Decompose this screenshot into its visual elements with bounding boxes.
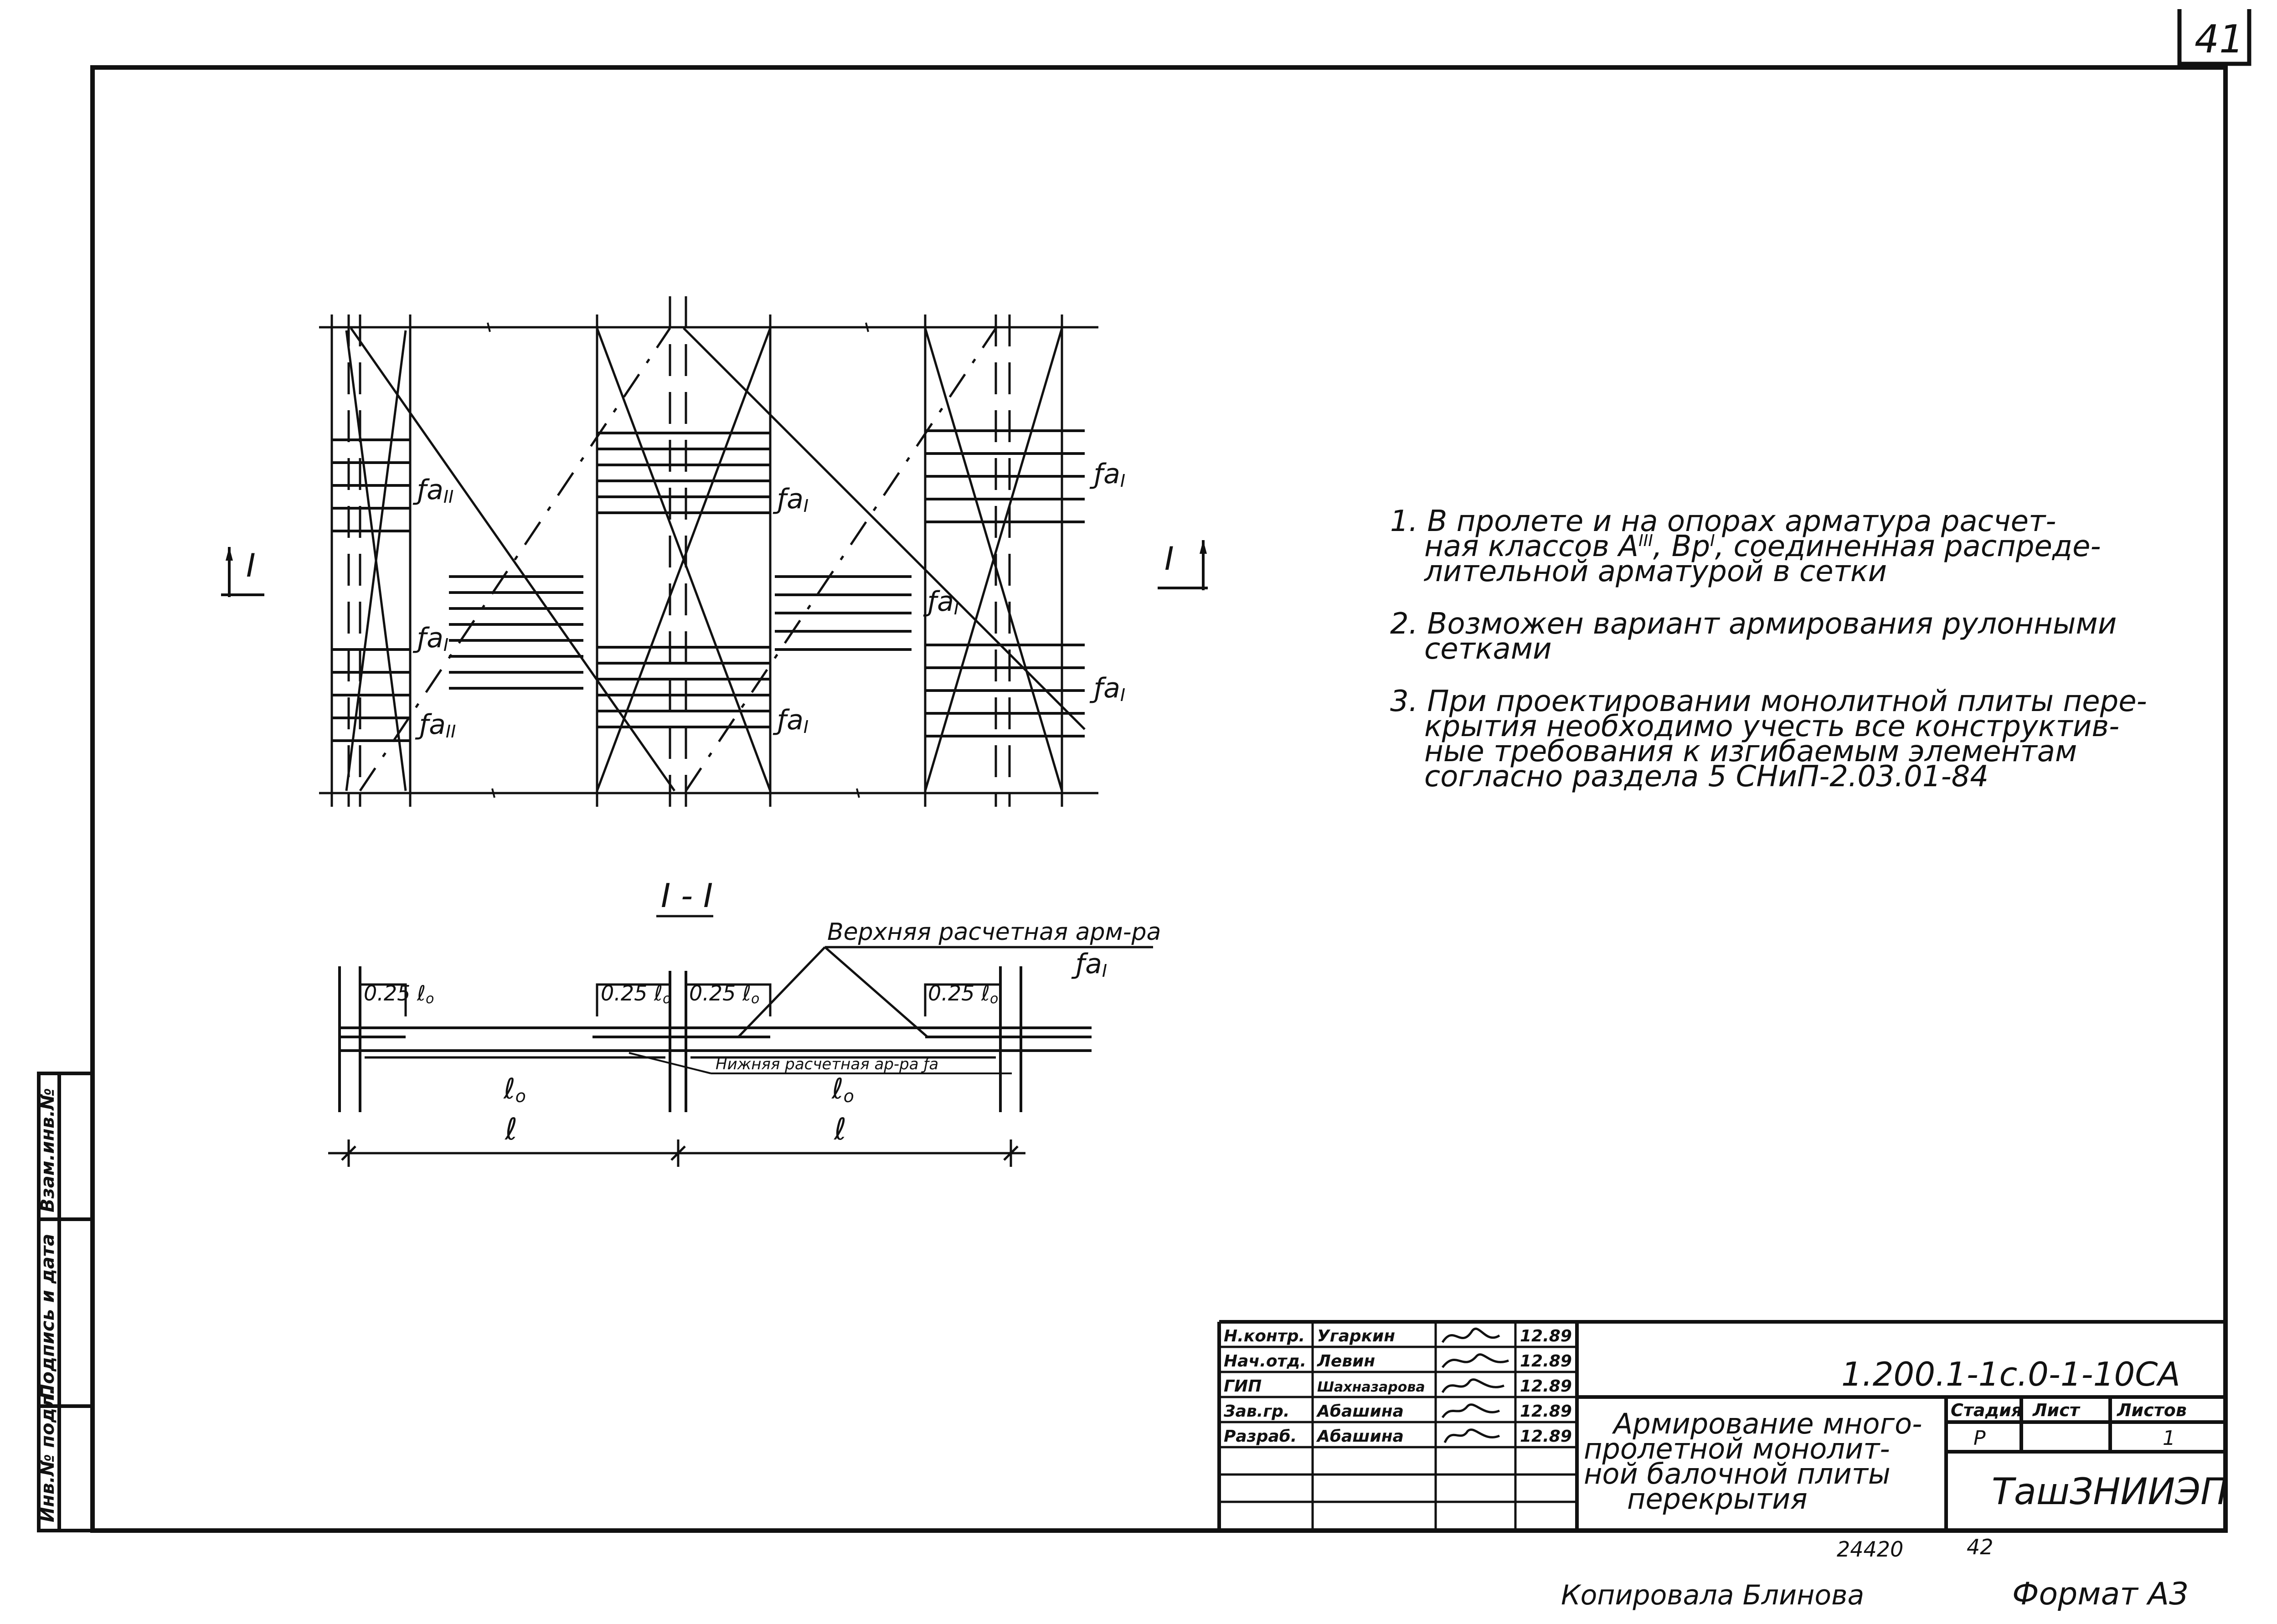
span-lo-label: ℓo: [503, 1072, 526, 1106]
fa-label: ƒa: [923, 586, 954, 618]
note-2-line-2: сетками: [1424, 632, 1552, 666]
span-dimension-line: [328, 1139, 1025, 1167]
svg-text:ƒaI: ƒaI: [773, 704, 809, 737]
fa-label: ƒa: [412, 474, 443, 506]
diagonals: [345, 327, 1086, 792]
fa-label: ƒa: [1089, 672, 1120, 704]
sheet-header: Лист: [2032, 1400, 2081, 1420]
note-3-line-3: ные требования к изгибаемым элементам: [1424, 735, 2077, 768]
svg-text:Левин: Левин: [1317, 1352, 1375, 1371]
svg-text:Армирование много-: Армирование много-: [1612, 1407, 1922, 1440]
top-reinforcement-label: Верхняя расчетная арм-ра: [827, 918, 1161, 946]
svg-text:12.89: 12.89: [1520, 1402, 1572, 1421]
plan-view: I I ƒaII ƒaI ƒaII ƒaI ƒaI ƒaI ƒaI ƒaI: [221, 296, 1208, 811]
svg-text:0.25 ℓo: 0.25 ℓo: [689, 981, 759, 1007]
note-1-line-2: ная классов АIII, ВрI, соединенная распр…: [1424, 530, 2101, 563]
svg-text:Шахназарова: Шахназарова: [1317, 1379, 1425, 1395]
svg-text:12.89: 12.89: [1520, 1377, 1572, 1396]
side-stamp: Инв.№ подл. Подпись и дата Взам.инв.№: [37, 1072, 94, 1532]
page-ref: 42: [1967, 1535, 1994, 1559]
top-reinforcement-fa: ƒaI: [1071, 948, 1107, 981]
svg-text:0.25 ℓo: 0.25 ℓo: [364, 981, 434, 1007]
dim-025-boxes: [359, 983, 1000, 1016]
svg-text:Разраб.: Разраб.: [1224, 1427, 1297, 1446]
section-view: I - I: [328, 876, 1161, 1167]
svg-text:12.89: 12.89: [1520, 1352, 1572, 1371]
stamp-signature-date: Подпись и дата: [37, 1234, 58, 1399]
document-code: 1.200.1-1с.0-1-10СА: [1841, 1355, 2180, 1393]
stage-header: Стадия: [1951, 1400, 2022, 1420]
note-2-line-1: 2. Возможен вариант армирования рулонным…: [1390, 607, 2117, 641]
support-top-mesh: [332, 429, 1085, 742]
drawing-title: Армирование много- пролетной монолит- но…: [1584, 1407, 1922, 1516]
signature-rows: Н.контр. Угаркин 12.89 Нач.отд. Левин 12…: [1223, 1327, 1572, 1446]
fa-label: ƒa: [412, 622, 443, 654]
svg-text:ƒaI: ƒaI: [412, 622, 448, 655]
signature-scribbles: [1441, 1327, 1509, 1444]
svg-text:ƒaII: ƒaII: [412, 474, 453, 507]
svg-text:Абашина: Абашина: [1316, 1427, 1404, 1446]
fa-label: ƒa: [773, 483, 804, 515]
svg-text:ƒaII: ƒaII: [415, 709, 456, 742]
fa-label: ƒa: [773, 704, 804, 736]
svg-text:ƒaI: ƒaI: [1089, 458, 1125, 491]
svg-text:Н.контр.: Н.контр.: [1224, 1327, 1305, 1346]
note-1-line-1: 1. В пролете и на опорах арматура расчет…: [1390, 505, 2056, 538]
section-title: I - I: [661, 876, 713, 915]
svg-text:0.25 ℓo: 0.25 ℓo: [601, 981, 671, 1007]
note-3-line-2: крытия необходимо учесть все конструктив…: [1424, 710, 2119, 743]
span-lo-label: ℓo: [831, 1072, 854, 1106]
footer: 24420 42 Копировала Блинова Формат А3: [1561, 1535, 2189, 1612]
copied-by: Копировала Блинова: [1561, 1579, 1864, 1611]
span-bottom-mesh: [449, 575, 912, 690]
beam-lines: [330, 314, 1063, 807]
bottom-reinforcement-label: Нижняя расчетная ар-ра ƒa: [716, 1055, 938, 1073]
sheets-value: 1: [2163, 1427, 2175, 1450]
stamp-replace-inventory: Взам.инв.№: [37, 1088, 58, 1212]
span-l-label: ℓ: [834, 1112, 846, 1147]
organization: ТашЗНИИЭП: [1992, 1470, 2228, 1513]
inventory-number: 24420: [1837, 1537, 1903, 1562]
section-marker-right-label: I: [1164, 540, 1174, 577]
top-label-leaders: [737, 946, 1153, 1038]
fa-label: ƒa: [415, 709, 446, 741]
stage-value: Р: [1973, 1427, 1986, 1450]
fa-label: ƒa: [1089, 458, 1120, 490]
svg-text:0.25 ℓo: 0.25 ℓo: [928, 981, 998, 1007]
section-marker-right: I: [1158, 540, 1208, 590]
section-marker-left-label: I: [246, 547, 256, 584]
note-3-line-1: 3. При проектировании монолитной плиты п…: [1390, 685, 2147, 718]
span-l-label: ℓ: [505, 1112, 517, 1147]
svg-text:ƒaI: ƒaI: [1089, 672, 1125, 705]
svg-text:перекрытия: перекрытия: [1627, 1482, 1808, 1516]
svg-text:12.89: 12.89: [1520, 1327, 1572, 1346]
stamp-inventory: Инв.№ подл.: [37, 1387, 58, 1522]
svg-text:ной балочной плиты: ной балочной плиты: [1584, 1457, 1891, 1490]
svg-text:Нач.отд.: Нач.отд.: [1224, 1352, 1306, 1371]
section-marker-left: I: [221, 547, 264, 597]
general-notes: 1. В пролете и на опорах арматура расчет…: [1390, 505, 2147, 794]
svg-text:пролетной монолит-: пролетной монолит-: [1584, 1432, 1890, 1465]
svg-text:ГИП: ГИП: [1224, 1377, 1262, 1396]
note-1-line-3: лительной арматурой в сетки: [1423, 555, 1887, 588]
svg-text:12.89: 12.89: [1520, 1427, 1572, 1446]
sheet-number-box: 41: [2177, 9, 2251, 66]
sheet-number: 41: [2195, 17, 2244, 62]
svg-text:Зав.гр.: Зав.гр.: [1223, 1402, 1290, 1421]
svg-text:Абашина: Абашина: [1316, 1402, 1404, 1421]
svg-text:Угаркин: Угаркин: [1317, 1327, 1395, 1346]
dim-025-labels: 0.25 ℓo 0.25 ℓo 0.25 ℓo 0.25 ℓo: [364, 981, 998, 1007]
paper-format: Формат А3: [2012, 1576, 2189, 1612]
note-3-line-4: согласно раздела 5 СНиП-2.03.01-84: [1424, 760, 1989, 794]
plan-rebar-labels: ƒaII ƒaI ƒaII ƒaI ƒaI ƒaI ƒaI ƒaI: [412, 458, 1125, 742]
title-block: Н.контр. Угаркин 12.89 Нач.отд. Левин 12…: [1217, 1320, 2228, 1531]
sheet-frame: [90, 65, 2228, 1533]
sheets-header: Листов: [2117, 1400, 2187, 1420]
svg-text:ƒaI: ƒaI: [923, 586, 959, 619]
svg-text:ƒaI: ƒaI: [773, 483, 809, 516]
